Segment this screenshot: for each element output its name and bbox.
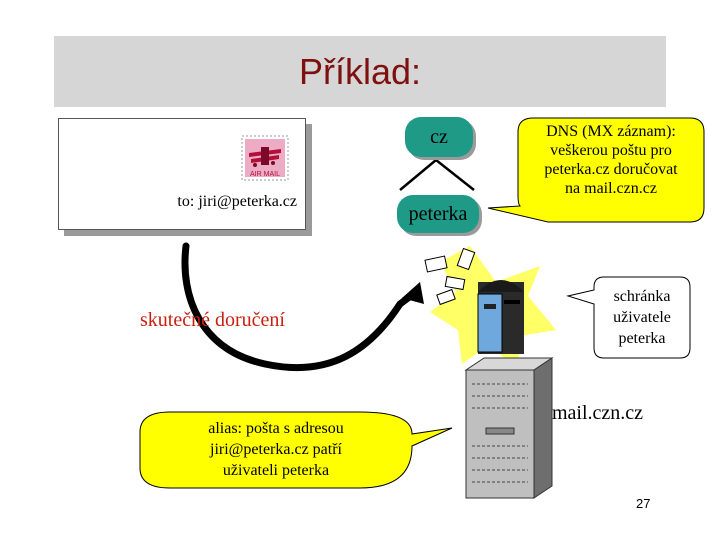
mailbox-callout: schránka uživatele peterka [594,286,690,349]
dns-callout-bubble [487,117,705,223]
dns-callout-line: peterka.cz doručovat [544,161,678,178]
tree-connector-right [435,159,475,191]
page-title: Příklad: [298,50,422,92]
delivery-label: skutečné doručení [140,309,285,331]
dns-node-peterka: peterka [397,195,479,233]
dns-callout-line: na mail.czn.cz [565,180,657,197]
alias-callout-line: alias: pošta s adresou [208,420,344,437]
alias-callout-line: uživateli peterka [222,462,330,479]
dns-callout: DNS (MX záznam): veškerou poštu pro pete… [518,122,704,198]
title-bar: Příklad: [54,36,666,107]
mailbox-callout-bubble [566,276,691,359]
mailbox-callout-line: uživatele [613,309,671,326]
alias-callout-bubble [139,411,453,489]
alias-callout-line: jiri@peterka.cz patří [210,441,342,458]
delivery-arrowhead [402,282,424,304]
delivery-arrow [181,242,420,371]
server-name: mail.czn.cz [552,402,644,424]
recipient-address: to: jiri@peterka.cz [177,193,297,210]
dns-node-cz: cz [405,117,473,157]
mailbox-callout-line: peterka [618,330,666,347]
tree-connector-left [399,159,437,191]
flying-letters-icon [424,247,476,306]
envelope: AIR MAIL to: jiri@peterka.cz [58,118,306,230]
airmail-stamp-icon: AIR MAIL [241,135,289,181]
dns-callout-line: veškerou poštu pro [550,142,672,159]
dns-callout-line: DNS (MX záznam): [546,123,676,140]
mailbox-callout-line: schránka [613,288,671,305]
page-number: 27 [636,496,651,511]
server-icon [464,357,554,499]
alias-callout: alias: pošta s adresou jiri@peterka.cz p… [160,418,392,481]
mailbox-icon [477,280,524,354]
stamp-label: AIR MAIL [250,171,280,178]
